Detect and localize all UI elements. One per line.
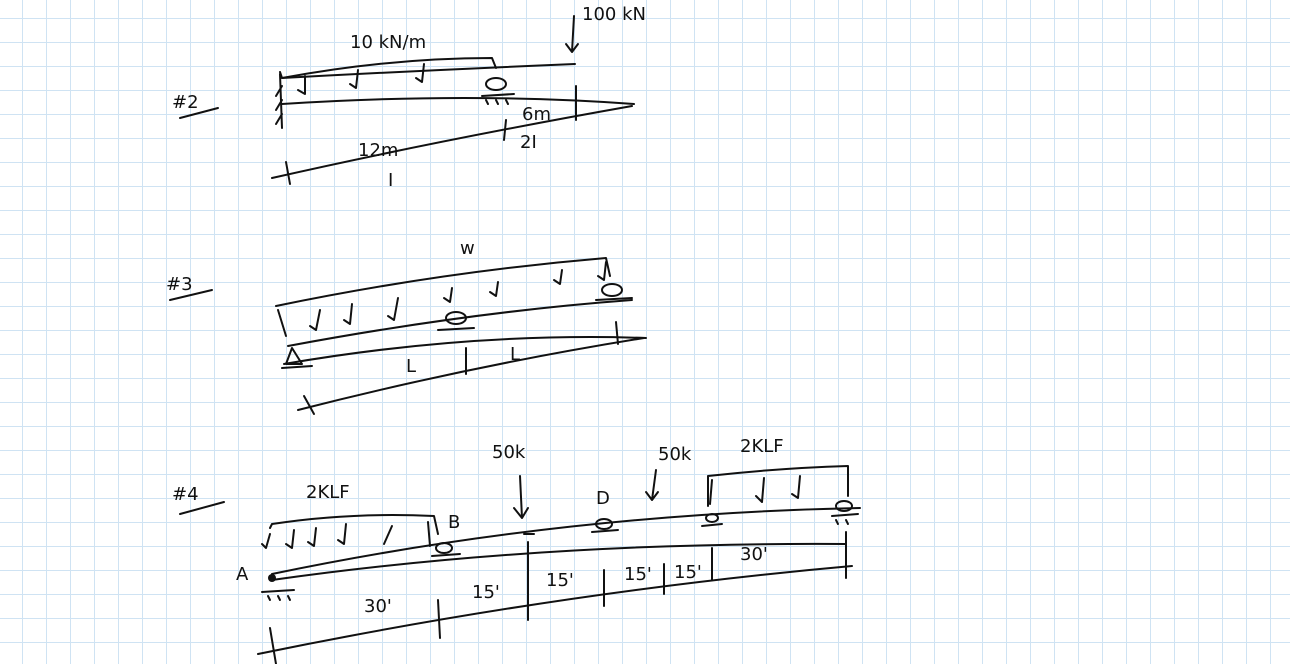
problem-4-node-d-label: D — [596, 488, 610, 509]
problem-4-dim-1: 30' — [364, 596, 392, 617]
problem-4-end-roller-ground — [831, 513, 859, 525]
problem-4-beam-top — [271, 507, 861, 575]
problem-4-underline — [179, 501, 225, 515]
problem-4-support-c-ground — [701, 523, 723, 527]
problem-2-fixed-hatch — [275, 85, 283, 125]
problem-4-dim-2: 15' — [472, 582, 500, 603]
problem-4-dim-5: 15' — [674, 562, 702, 583]
problem-4-dim-tick-a — [269, 627, 277, 664]
problem-4-node-b-label: B — [448, 512, 460, 533]
problem-2-load-arrows — [297, 63, 425, 95]
problem-4-point-load-1-label: 50k — [492, 442, 526, 463]
problem-4-node-b-support — [435, 542, 453, 554]
problem-4-number: #4 — [172, 484, 199, 505]
problem-2-span-1-stiffness: I — [388, 170, 393, 191]
problem-2-beam-bottom — [281, 97, 635, 105]
problem-4-point-load-2-label: 50k — [658, 444, 692, 465]
problem-4-dim-6: 30' — [740, 544, 768, 565]
problem-3-pin-ground — [281, 365, 313, 369]
problem-4-left-load-arrows — [261, 521, 431, 549]
problem-2-underline — [179, 107, 219, 119]
problem-4-beam-bottom — [271, 542, 847, 581]
problem-4-dim-4: 15' — [624, 564, 652, 585]
problem-3-roller-right-ground — [595, 297, 633, 301]
problem-2-span-2-length: 6m — [522, 104, 551, 125]
problem-2-span-1-length: 12m — [358, 140, 398, 161]
problem-3-underline — [169, 289, 213, 301]
problem-4-point-load-1-arrow — [513, 475, 529, 519]
problem-2-point-load-arrow — [565, 15, 579, 53]
problem-2: #2 10 kN/m 100 kN 12m I 6m 2I — [172, 4, 646, 191]
problem-3-load-bracket — [275, 257, 611, 307]
problem-4-right-load-bracket — [707, 465, 849, 507]
problem-2-roller-support — [485, 77, 507, 91]
problem-4-dimension-line — [257, 565, 853, 655]
problem-2-roller-ground — [481, 93, 515, 105]
problem-3-beam-bottom — [283, 336, 647, 365]
problem-4-point-load-2-arrow — [645, 469, 659, 501]
problem-4-dim-3: 15' — [546, 570, 574, 591]
problem-2-dim-tick-left — [285, 161, 291, 185]
problem-4-support-c — [705, 513, 719, 523]
problem-3: #3 w L L — [166, 238, 647, 415]
problem-3-dim-tick-right — [615, 321, 619, 345]
problem-3-number: #3 — [166, 274, 193, 295]
problem-2-span-2-stiffness: 2I — [520, 132, 537, 153]
problem-4-dim-tick-b — [437, 599, 441, 639]
problem-3-roller-middle — [445, 311, 467, 325]
problem-4-left-load-bracket — [269, 514, 439, 535]
problem-4-end-roller — [835, 500, 853, 512]
problem-4-node-a-label: A — [236, 564, 249, 585]
problem-2-beam-top — [281, 63, 576, 79]
problem-3-distributed-load-label: w — [460, 238, 475, 259]
problem-2-point-load-label: 100 kN — [582, 4, 646, 25]
problem-3-dim-tick-left — [303, 395, 315, 415]
problem-2-distributed-load-label: 10 kN/m — [350, 32, 426, 53]
problem-3-load-arrows — [277, 261, 607, 337]
problem-2-dimension-line — [271, 105, 633, 179]
problem-4-distributed-load-left-label: 2KLF — [306, 482, 350, 503]
problem-4-right-load-arrows — [709, 475, 801, 505]
problem-4-node-a-ground — [261, 589, 295, 601]
problem-4: #4 2KLF A B 50k D 50k — [172, 436, 861, 664]
problem-2-dim-tick-mid — [503, 119, 507, 141]
problem-3-pin-support — [285, 347, 303, 365]
problem-4-node-b-ground — [431, 553, 461, 557]
problem-2-number: #2 — [172, 92, 199, 113]
problem-3-dimension-line — [297, 337, 645, 411]
problem-4-node-d-support — [595, 518, 613, 530]
problem-4-node-d-ground — [591, 529, 619, 533]
problem-3-roller-right — [601, 283, 623, 297]
problem-4-node-a-pin — [268, 574, 276, 582]
problem-4-distributed-load-right-label: 2KLF — [740, 436, 784, 457]
problem-2-load-bracket — [279, 57, 497, 79]
problem-3-roller-middle-ground — [437, 327, 475, 331]
problem-3-span-1-length: L — [406, 356, 416, 377]
problem-3-span-2-length: L — [510, 344, 520, 365]
